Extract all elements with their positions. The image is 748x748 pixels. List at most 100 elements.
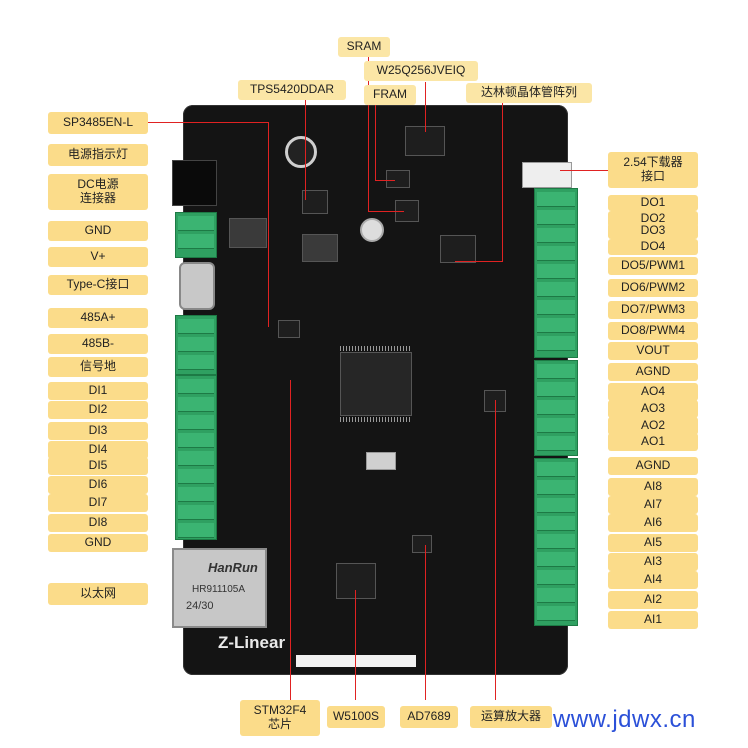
label-gnd-bottom: GND xyxy=(48,534,148,552)
label-sp3485: SP3485EN-L xyxy=(48,112,148,134)
terminal-block-di xyxy=(175,375,217,540)
stm32-pins-bottom xyxy=(340,417,412,422)
terminal-slot xyxy=(178,379,214,394)
terminal-block-ai xyxy=(534,458,578,626)
darlington-chip xyxy=(440,235,476,263)
label-do1: DO1 xyxy=(608,195,698,211)
terminal-slot xyxy=(537,588,575,603)
label-ao4: AO4 xyxy=(608,383,698,401)
stm32-chip xyxy=(340,352,412,416)
ad7689-chip xyxy=(412,535,432,553)
terminal-slot xyxy=(537,516,575,531)
rj45-date: 24/30 xyxy=(186,600,214,612)
label-dc-connector: DC电源 连接器 xyxy=(48,174,148,210)
brand-logo: Z-Linear xyxy=(218,633,286,652)
lead-w5100 xyxy=(355,590,356,700)
terminal-slot xyxy=(537,436,575,451)
terminal-slot xyxy=(537,418,575,433)
dc-jack xyxy=(172,160,217,206)
terminal-slot xyxy=(537,192,575,207)
label-di7: DI7 xyxy=(48,494,148,512)
label-sram: SRAM xyxy=(338,37,390,57)
terminal-slot xyxy=(537,264,575,279)
terminal-slot xyxy=(537,534,575,549)
lead-stm32 xyxy=(290,380,291,700)
label-ad7689: AD7689 xyxy=(400,706,458,728)
label-signal-gnd: 信号地 xyxy=(48,357,148,377)
lead-sp3485-v xyxy=(268,122,269,327)
fram-chip xyxy=(386,170,410,188)
label-do5: DO5/PWM1 xyxy=(608,257,698,275)
label-di4: DI4 xyxy=(48,441,148,459)
terminal-slot xyxy=(537,364,575,379)
terminal-slot xyxy=(178,433,214,448)
lead-fram xyxy=(375,105,376,180)
inductor-220 xyxy=(302,234,338,262)
terminal-slot xyxy=(178,469,214,484)
capacitor-small xyxy=(360,218,384,242)
label-tps: TPS5420DDAR xyxy=(238,80,346,100)
label-vout: VOUT xyxy=(608,342,698,360)
label-w5100: W5100S xyxy=(327,706,385,728)
label-ai2: AI2 xyxy=(608,591,698,609)
terminal-slot xyxy=(537,606,575,621)
label-downloader: 2.54下载器 接口 xyxy=(608,152,698,188)
label-power-led: 电源指示灯 xyxy=(48,144,148,166)
terminal-block-do xyxy=(534,188,578,358)
label-485b: 485B- xyxy=(48,334,148,354)
label-w25q: W25Q256JVEIQ xyxy=(364,61,478,81)
lead-fram-h xyxy=(375,180,395,181)
lead-w25q xyxy=(425,82,426,132)
label-ai4: AI4 xyxy=(608,571,698,589)
lead-darlington xyxy=(502,100,503,262)
terminal-block-power xyxy=(175,212,217,258)
label-ao2: AO2 xyxy=(608,417,698,435)
terminal-slot xyxy=(537,336,575,351)
label-ethernet: 以太网 xyxy=(48,583,148,605)
rj45-brand: HanRun xyxy=(208,560,258,575)
label-typec: Type-C接口 xyxy=(48,275,148,295)
lead-ad7689 xyxy=(425,545,426,700)
crystal xyxy=(366,452,396,470)
terminal-slot xyxy=(537,228,575,243)
inductor-102 xyxy=(229,218,267,248)
label-di1: DI1 xyxy=(48,382,148,400)
label-ai8: AI8 xyxy=(608,478,698,496)
label-ai3: AI3 xyxy=(608,553,698,571)
label-di5: DI5 xyxy=(48,457,148,475)
terminal-slot xyxy=(537,570,575,585)
label-ao3: AO3 xyxy=(608,400,698,418)
terminal-block-485 xyxy=(175,315,217,375)
terminal-slot xyxy=(537,552,575,567)
terminal-slot xyxy=(178,505,214,520)
label-vplus: V+ xyxy=(48,247,148,267)
label-ai7: AI7 xyxy=(608,496,698,514)
lead-tps xyxy=(305,100,306,200)
lead-sram-h xyxy=(368,211,404,212)
terminal-slot xyxy=(178,415,214,430)
terminal-slot xyxy=(537,462,575,477)
stm32-pins xyxy=(340,346,412,351)
capacitor-large xyxy=(285,136,317,168)
terminal-slot xyxy=(537,282,575,297)
terminal-slot xyxy=(537,300,575,315)
terminal-slot xyxy=(178,397,214,412)
terminal-slot xyxy=(178,355,214,370)
terminal-slot xyxy=(178,451,214,466)
label-di6: DI6 xyxy=(48,476,148,494)
label-stm32: STM32F4 芯片 xyxy=(240,700,320,736)
label-ai6: AI6 xyxy=(608,514,698,532)
typec-port xyxy=(179,262,215,310)
terminal-slot xyxy=(537,480,575,495)
label-agnd2: AGND xyxy=(608,457,698,475)
white-strip xyxy=(296,655,416,667)
label-gnd-top: GND xyxy=(48,221,148,241)
terminal-slot xyxy=(178,487,214,502)
terminal-slot xyxy=(178,216,214,231)
lead-downloader xyxy=(560,170,608,171)
lead-opamp xyxy=(495,400,496,700)
label-do4: DO4 xyxy=(608,239,698,255)
label-di3: DI3 xyxy=(48,422,148,440)
label-ai1: AI1 xyxy=(608,611,698,629)
terminal-slot xyxy=(537,246,575,261)
